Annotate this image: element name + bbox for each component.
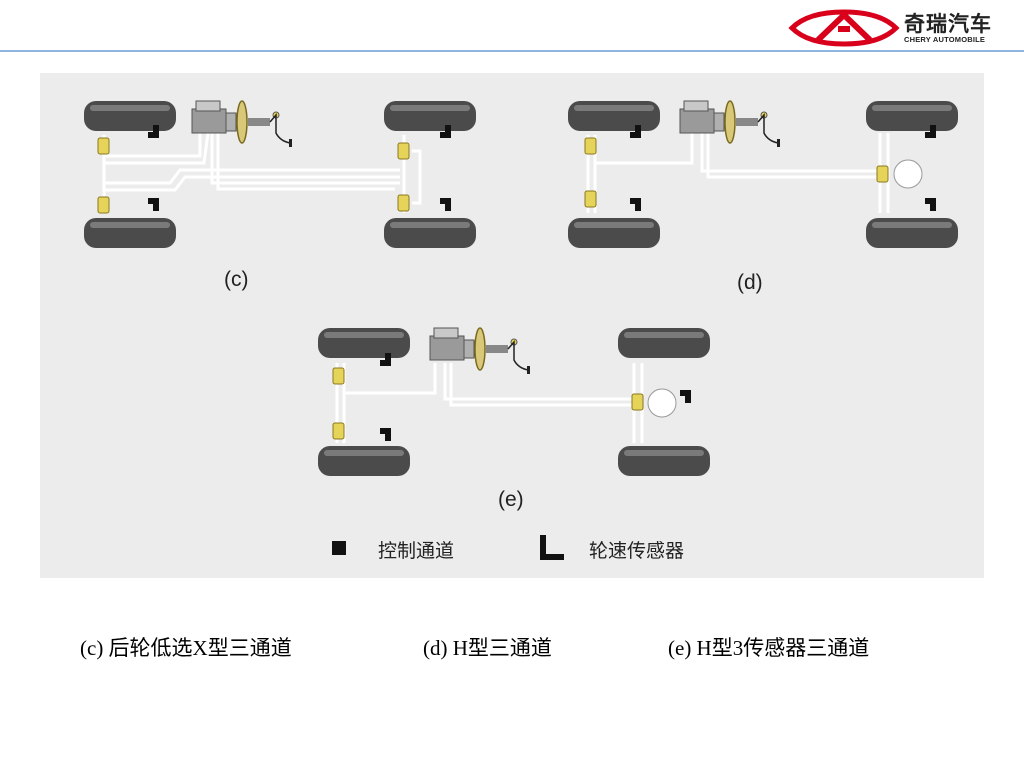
caption-e: (e) H型3传感器三通道 — [668, 636, 870, 660]
control-channel-legend-icon — [332, 541, 346, 555]
caption-c: (c) 后轮低选X型三通道 — [80, 636, 292, 660]
panel-label-c: (c) — [224, 268, 249, 291]
logo-name-cn: 奇瑞汽车 — [904, 12, 992, 36]
panel-e-drawing — [318, 327, 710, 476]
legend-control-channel: 控制通道 — [378, 540, 455, 562]
legend-wheel-speed-sensor: 轮速传感器 — [589, 540, 685, 562]
panel-c-drawing — [84, 100, 476, 248]
diagram-drawing — [84, 100, 958, 560]
abs-channel-diagram: (c) (d) (e) 控制通道 轮速传感器 — [40, 73, 984, 578]
panel-label-d: (d) — [737, 271, 763, 294]
chery-logo-icon — [788, 9, 900, 47]
brand-logo: 奇瑞汽车 CHERY AUTOMOBILE — [788, 8, 1018, 48]
logo-name-en: CHERY AUTOMOBILE — [904, 35, 986, 44]
wheel-speed-sensor-legend-icon — [540, 535, 564, 560]
panel-d-drawing — [568, 100, 958, 248]
caption-d: (d) H型三通道 — [423, 636, 552, 660]
header-divider — [0, 50, 1024, 52]
panel-label-e: (e) — [498, 488, 524, 511]
